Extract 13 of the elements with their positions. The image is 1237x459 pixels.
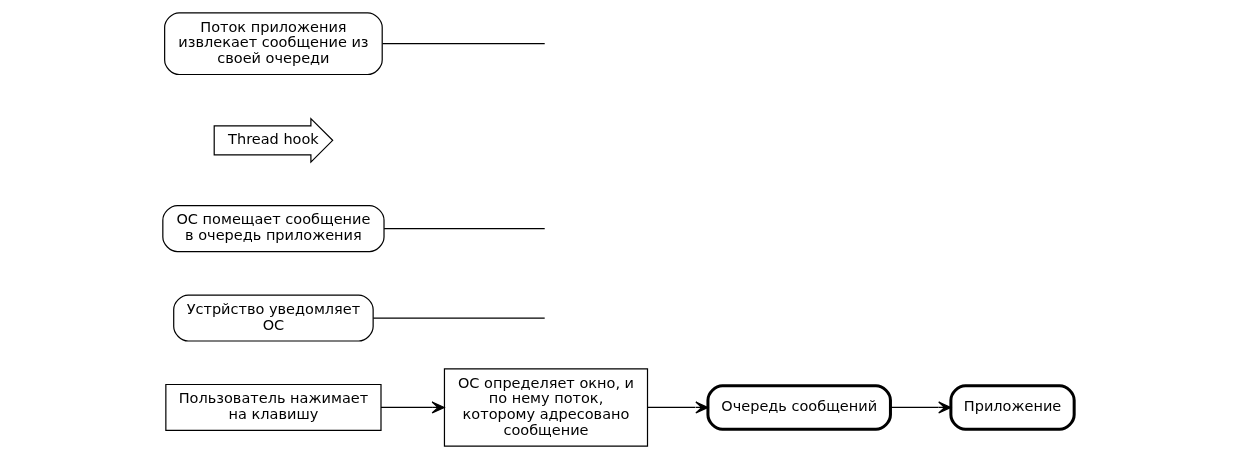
node-box: Очередь сообщений	[706, 384, 892, 431]
node-box: Приложение	[949, 384, 1076, 431]
node-box: ОС определяет окно, и по нему поток, которому адресовано сообщение	[443, 368, 649, 447]
node-box: Поток приложения извлекает сообщение из своей очереди	[164, 12, 383, 76]
arrow	[380, 401, 445, 414]
node-box: ОС помещает сообщение в очередь приложения	[162, 205, 385, 253]
connector	[381, 43, 546, 45]
node-box: Устрйство уведомляет ОС	[173, 294, 374, 342]
connector	[372, 317, 546, 319]
node-box: Пользователь нажимает на клавишу	[165, 383, 382, 432]
connector	[383, 228, 546, 230]
arrow	[889, 401, 952, 414]
arrow	[647, 401, 709, 414]
